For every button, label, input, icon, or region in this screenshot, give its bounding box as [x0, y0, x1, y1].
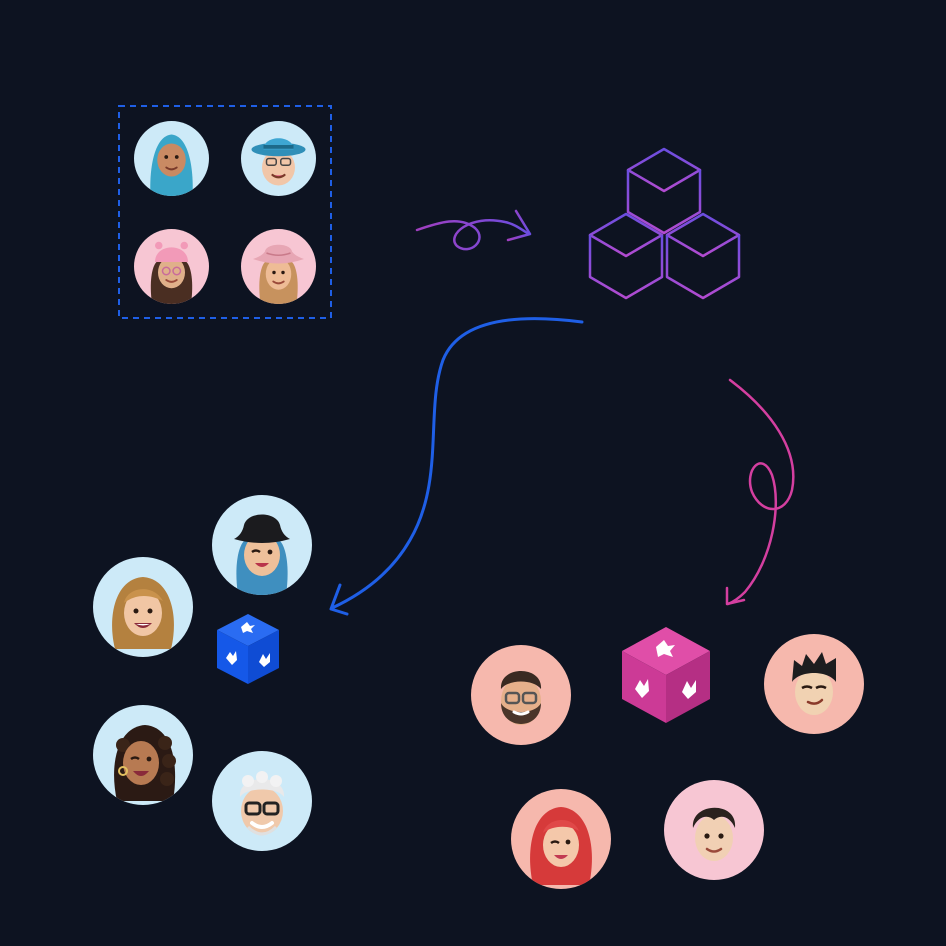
blue-arrow: [329, 317, 584, 616]
curly-hair-avatar: [93, 705, 193, 805]
wavy-hair-avatar: [93, 557, 193, 657]
cowboy-hat-avatar: [241, 229, 316, 304]
red-hair-avatar: [511, 789, 611, 889]
hijab-avatar: [134, 121, 209, 196]
curly-arrow-right: [415, 209, 532, 251]
pink-beanie-avatar: [134, 229, 209, 304]
stacked-cubes-icon: [588, 147, 741, 300]
short-hair-avatar: [664, 780, 764, 880]
white-hair-glasses-avatar: [212, 751, 312, 851]
selection-box: [118, 105, 332, 319]
bearded-glasses-avatar: [471, 645, 571, 745]
pink-die-icon: [622, 627, 710, 723]
blue-hat-avatar: [241, 121, 316, 196]
blue-die-icon: [217, 614, 279, 684]
spiky-hair-avatar: [764, 634, 864, 734]
pink-arrow: [725, 378, 795, 606]
bucket-hat-avatar: [212, 495, 312, 595]
